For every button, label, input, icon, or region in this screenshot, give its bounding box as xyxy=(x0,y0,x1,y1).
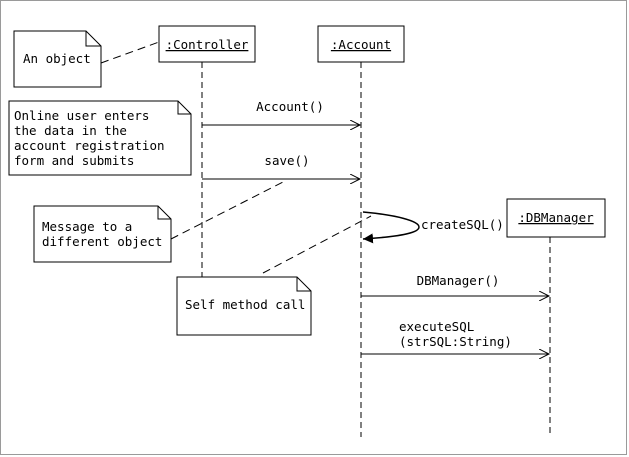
self-call-arrow xyxy=(362,211,420,244)
lifeline-account: :Account xyxy=(317,25,405,437)
note-message-different-object: Message to a different object xyxy=(33,180,286,263)
note-online-user: Online user enters the data in the accou… xyxy=(8,100,192,176)
message-label-line1: executeSQL xyxy=(399,319,474,334)
note-text-line1: Message to a xyxy=(42,219,132,234)
note-an-object: An object xyxy=(13,30,160,88)
message-dbmanager-constructor: DBManager() xyxy=(361,273,549,296)
note-text-line3: account registration xyxy=(14,138,165,153)
controller-box xyxy=(158,25,256,63)
note-shape xyxy=(176,276,312,336)
lifeline-dbmanager: :DBManager xyxy=(506,198,606,437)
note-self-method-call: Self method call xyxy=(176,215,372,336)
message-create-sql: createSQL() xyxy=(362,211,504,244)
message-label: Account() xyxy=(256,99,324,114)
message-label: save() xyxy=(264,153,309,168)
note-fold xyxy=(296,277,311,292)
note-text: Self method call xyxy=(185,297,305,312)
note-fold xyxy=(85,31,101,47)
note-text-line1: Online user enters xyxy=(14,108,149,123)
note-connector xyxy=(170,180,286,240)
lifeline-controller: :Controller xyxy=(158,25,256,279)
note-text: An object xyxy=(23,51,91,66)
controller-label: :Controller xyxy=(166,37,249,52)
message-save: save() xyxy=(202,153,360,179)
dbmanager-label: :DBManager xyxy=(518,210,594,225)
message-label-line2: (strSQL:String) xyxy=(399,334,512,349)
account-box xyxy=(317,25,405,63)
note-fold xyxy=(157,206,171,220)
message-execute-sql: executeSQL (strSQL:String) xyxy=(361,319,549,354)
note-text-line2: different object xyxy=(42,234,162,249)
message-label: createSQL() xyxy=(421,217,504,232)
message-label: DBManager() xyxy=(417,273,500,288)
note-text-line2: the data in the xyxy=(14,123,127,138)
note-shape xyxy=(33,205,172,263)
note-connector xyxy=(100,41,160,64)
note-shape xyxy=(8,100,192,176)
note-text-line4: form and submits xyxy=(14,153,134,168)
message-account-constructor: Account() xyxy=(202,99,360,125)
dbmanager-box xyxy=(506,198,606,238)
account-label: :Account xyxy=(331,37,391,52)
note-connector xyxy=(262,215,372,274)
note-shape xyxy=(13,30,102,88)
note-fold xyxy=(177,101,191,115)
